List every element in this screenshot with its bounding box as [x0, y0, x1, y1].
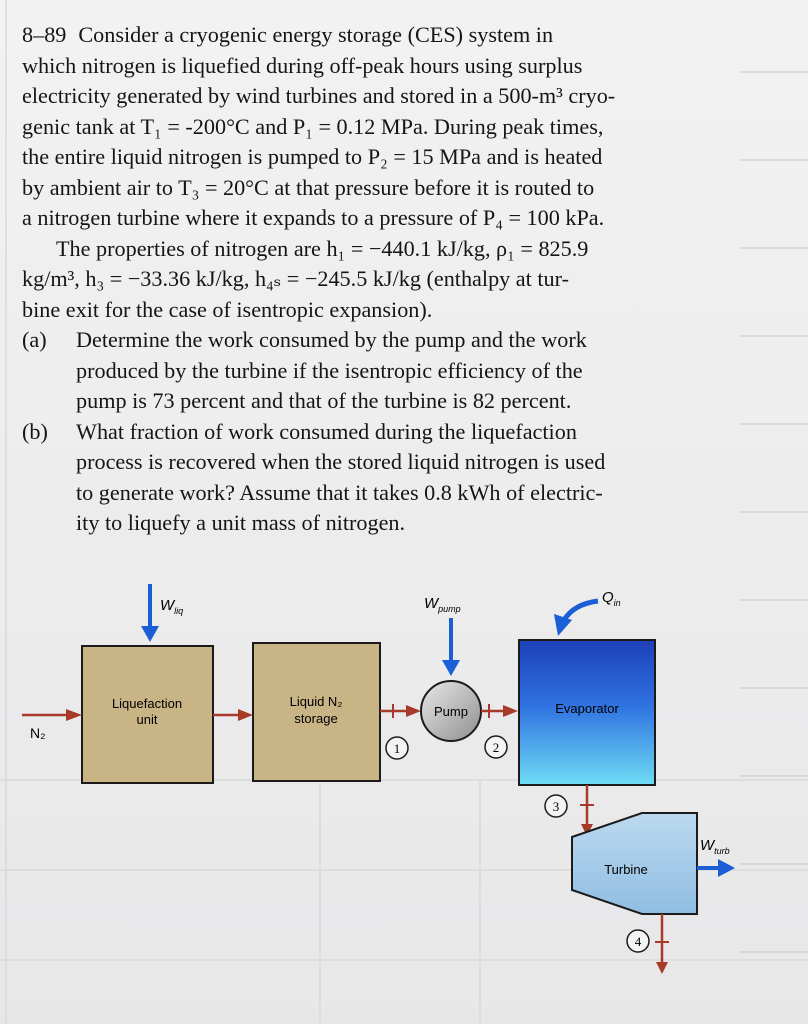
- state-4-marker: [626, 929, 650, 953]
- flow-arrow-to-turbine: [580, 785, 594, 836]
- liquid-n2-storage-box: [252, 642, 381, 782]
- flow-arrow-to-storage: [213, 709, 253, 721]
- evaporator-label: Evaporator: [555, 701, 619, 716]
- part-b: (b) What fraction of work consumed durin…: [22, 417, 722, 539]
- part-a-label: (a): [22, 327, 47, 352]
- problem-line-8: The properties of nitrogen are h₁ = −440…: [56, 235, 589, 261]
- state-1-marker: [385, 736, 409, 760]
- w-turb-label: Wturb: [700, 837, 730, 856]
- state-3-marker: [544, 794, 568, 818]
- pump-label: Pump: [434, 704, 468, 719]
- problem-line-4: genic tank at T₁ = -200°C and P₁ = 0.12 …: [22, 113, 604, 139]
- storage-label-2: storage: [294, 711, 337, 726]
- w-pump-label: Wpump: [424, 595, 461, 614]
- q-in-label: Qin: [602, 589, 621, 608]
- state-3-label: 3: [553, 799, 560, 814]
- part-a-line-3: pump is 73 percent and that of the turbi…: [76, 388, 572, 413]
- storage-label-1: Liquid N₂: [290, 694, 343, 709]
- w-turb-arrow: [697, 859, 735, 877]
- problem-line-6: by ambient air to T₃ = 20°C at that pres…: [22, 174, 595, 200]
- w-liq-label: Wliq: [160, 597, 183, 616]
- problem-number: 8–89: [22, 22, 67, 47]
- w-pump-arrow: [442, 618, 460, 676]
- turbine-label: Turbine: [604, 862, 648, 877]
- state-2-label: 2: [493, 740, 500, 755]
- flow-arrow-to-pump: [380, 704, 421, 718]
- state-4-label: 4: [635, 934, 642, 949]
- part-b-line-2: process is recovered when the stored liq…: [76, 449, 606, 474]
- flow-arrow-to-evaporator: [481, 704, 518, 718]
- n2-inlet-label: N₂: [30, 725, 46, 741]
- part-b-line-1: What fraction of work consumed during th…: [76, 418, 577, 444]
- n2-inlet-arrow: [22, 709, 82, 721]
- q-in-arrow: [554, 598, 599, 636]
- state-2-marker: [484, 735, 508, 759]
- liquefaction-unit-label-2: unit: [137, 712, 158, 727]
- problem-line-9: kg/m³, h₃ = −33.36 kJ/kg, h₄ₛ = −245.5 k…: [22, 266, 569, 291]
- problem-line-7: a nitrogen turbine where it expands to a…: [22, 205, 605, 230]
- problem-line-3: electricity generated by wind turbines a…: [22, 83, 616, 108]
- part-a: (a) Determine the work consumed by the p…: [22, 325, 722, 417]
- part-b-line-4: ity to liquefy a unit mass of nitrogen.: [76, 510, 406, 535]
- part-a-line-1: Determine the work consumed by the pump …: [76, 327, 587, 352]
- part-b-line-3: to generate work? Assume that it takes 0…: [76, 479, 603, 505]
- liquefaction-unit-box: [81, 645, 214, 784]
- liquefaction-unit-label-1: Liquefaction: [112, 696, 182, 711]
- part-b-label: (b): [22, 418, 48, 444]
- problem-line-10: bine exit for the case of isentropic exp…: [22, 296, 433, 322]
- problem-line-2: which nitrogen is liquefied during off-p…: [22, 52, 583, 78]
- ces-system-diagram: Wliq Liquefaction unit N₂ Liquid N₂ stor…: [22, 584, 735, 974]
- turbine-symbol: [571, 812, 698, 915]
- state-1-label: 1: [394, 741, 401, 756]
- part-a-line-2: produced by the turbine if the isentropi…: [76, 357, 583, 383]
- problem-line-5: the entire liquid nitrogen is pumped to …: [22, 144, 603, 169]
- evaporator-box: [518, 639, 656, 786]
- turbine-exit-arrow: [655, 914, 669, 974]
- w-liq-arrow: [141, 584, 159, 642]
